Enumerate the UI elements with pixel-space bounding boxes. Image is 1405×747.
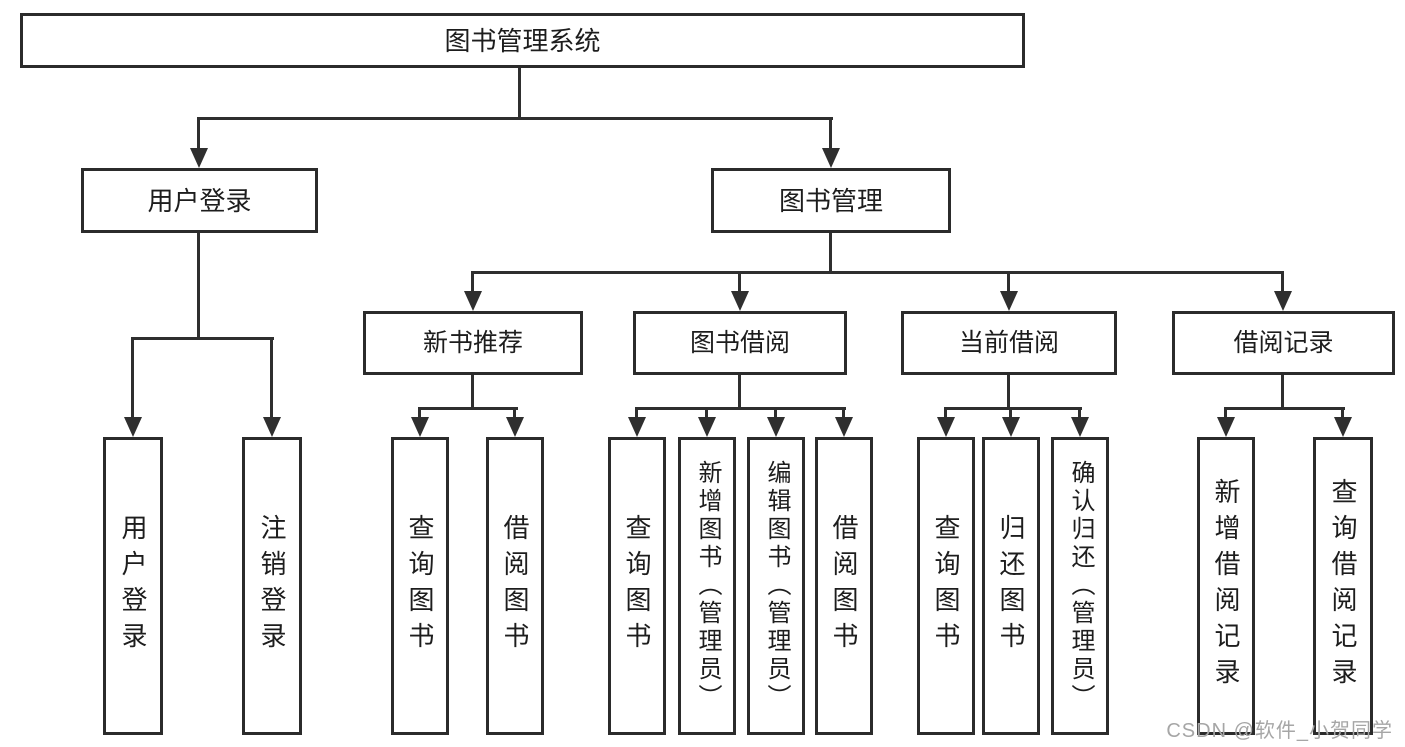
node-add-borrow-record: 新增借阅记录: [1197, 437, 1255, 735]
arrow-down-icon: [197, 117, 200, 148]
node-confirm-return-admin: 确认归还（管理员）: [1051, 437, 1109, 735]
connector-line: [944, 407, 1082, 410]
node-book-management-label: 图书管理: [778, 185, 883, 216]
connector-line: [635, 407, 846, 410]
connector-line: [418, 407, 518, 410]
node-book-borrowing-label: 图书借阅: [689, 328, 790, 357]
node-return-books: 归还图书: [982, 437, 1040, 735]
node-add-books-admin: 新增图书（管理员）: [678, 437, 736, 735]
node-query-books-current-label: 查询图书: [931, 514, 961, 658]
node-logout-label: 注销登录: [257, 514, 287, 658]
node-user-login-label: 用户登录: [147, 185, 252, 216]
node-user-login-action: 用户登录: [103, 437, 163, 735]
arrow-down-icon: [1224, 407, 1227, 417]
connector-line: [131, 337, 274, 340]
arrow-down-icon: [705, 407, 708, 417]
arrow-down-icon: [944, 407, 947, 417]
node-book-borrowing: 图书借阅: [633, 311, 847, 375]
connector-line: [471, 375, 474, 410]
node-current-borrowing-label: 当前借阅: [958, 328, 1059, 357]
node-new-book-recommend-label: 新书推荐: [422, 328, 523, 357]
connector-line: [738, 375, 741, 410]
node-query-books-recommend: 查询图书: [391, 437, 449, 735]
node-library-system: 图书管理系统: [20, 13, 1025, 68]
node-user-login-action-label: 用户登录: [118, 514, 148, 658]
node-add-borrow-record-label: 新增借阅记录: [1211, 478, 1241, 694]
node-borrow-books: 借阅图书: [815, 437, 873, 735]
arrow-down-icon: [738, 271, 741, 291]
arrow-down-icon: [635, 407, 638, 417]
node-query-books-borrowing-label: 查询图书: [622, 514, 652, 658]
arrow-down-icon: [471, 271, 474, 291]
node-query-books-recommend-label: 查询图书: [405, 514, 435, 658]
watermark-text: CSDN @软件_小贺同学: [1166, 720, 1393, 742]
node-borrow-books-recommend-label: 借阅图书: [500, 514, 530, 658]
connector-line: [1281, 375, 1284, 410]
node-confirm-return-admin-label: 确认归还（管理员）: [1067, 460, 1094, 712]
node-add-books-admin-label: 新增图书（管理员）: [694, 460, 721, 712]
node-borrow-books-recommend: 借阅图书: [486, 437, 544, 735]
connector-line: [197, 233, 200, 340]
node-edit-books-admin: 编辑图书（管理员）: [747, 437, 805, 735]
connector-line: [197, 117, 833, 120]
arrow-down-icon: [829, 117, 832, 148]
arrow-down-icon: [1078, 407, 1081, 417]
node-query-borrow-record: 查询借阅记录: [1313, 437, 1373, 735]
connector-line: [471, 271, 1284, 274]
node-query-books-borrowing: 查询图书: [608, 437, 666, 735]
node-return-books-label: 归还图书: [996, 514, 1026, 658]
node-borrowing-records-label: 借阅记录: [1233, 328, 1334, 357]
arrow-down-icon: [774, 407, 777, 417]
node-user-login: 用户登录: [81, 168, 318, 233]
arrow-down-icon: [513, 407, 516, 417]
arrow-down-icon: [1009, 407, 1012, 417]
node-book-management: 图书管理: [711, 168, 951, 233]
node-query-borrow-record-label: 查询借阅记录: [1328, 478, 1358, 694]
node-current-borrowing: 当前借阅: [901, 311, 1117, 375]
connector-line: [829, 233, 832, 274]
arrow-down-icon: [842, 407, 845, 417]
connector-line: [1224, 407, 1345, 410]
arrow-down-icon: [418, 407, 421, 417]
arrow-down-icon: [1341, 407, 1344, 417]
connector-line: [1007, 375, 1010, 410]
arrow-down-icon: [1281, 271, 1284, 291]
node-borrow-books-label: 借阅图书: [829, 514, 859, 658]
arrow-down-icon: [270, 337, 273, 417]
connector-line: [518, 68, 521, 120]
arrow-down-icon: [1007, 271, 1010, 291]
node-query-books-current: 查询图书: [917, 437, 975, 735]
node-logout: 注销登录: [242, 437, 302, 735]
arrow-down-icon: [131, 337, 134, 417]
node-library-system-label: 图书管理系统: [444, 25, 601, 56]
node-new-book-recommend: 新书推荐: [363, 311, 583, 375]
node-edit-books-admin-label: 编辑图书（管理员）: [763, 460, 790, 712]
node-borrowing-records: 借阅记录: [1172, 311, 1395, 375]
